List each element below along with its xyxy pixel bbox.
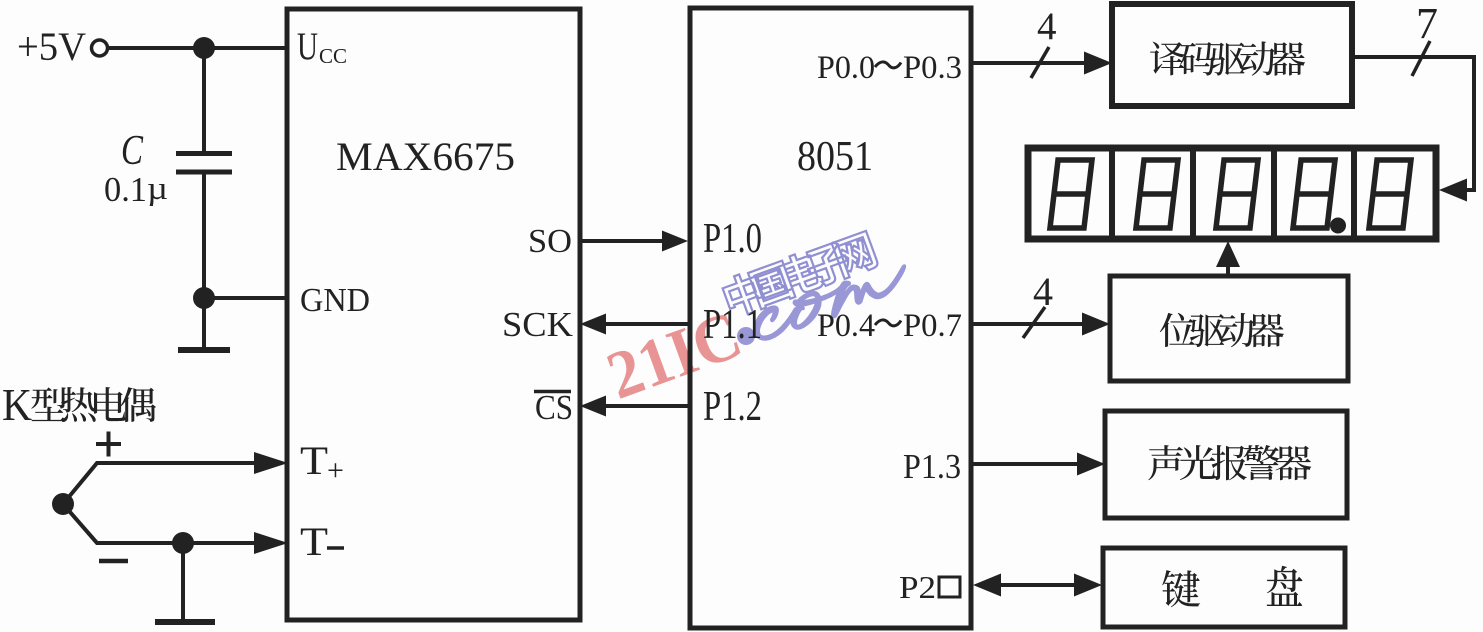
svg-text:P2: P2 [899, 569, 936, 605]
svg-text:K: K [2, 379, 32, 430]
svg-text:MAX6675: MAX6675 [336, 134, 515, 179]
svg-text:P0.7: P0.7 [903, 308, 962, 344]
svg-text:4: 4 [1033, 269, 1053, 314]
svg-text:CS: CS [535, 388, 573, 427]
svg-text:0.1: 0.1 [104, 170, 147, 209]
svg-text:P1.2: P1.2 [703, 384, 762, 430]
svg-text:P0.0: P0.0 [817, 50, 875, 86]
svg-text:SCK: SCK [502, 305, 573, 344]
svg-text:P1.0: P1.0 [703, 216, 762, 262]
svg-text:P1.3: P1.3 [903, 447, 961, 486]
svg-text:+5V: +5V [17, 24, 86, 69]
svg-text:T: T [300, 438, 328, 483]
svg-text:GND: GND [300, 282, 370, 319]
svg-text:7: 7 [1416, 0, 1438, 48]
svg-text:8051: 8051 [797, 134, 873, 180]
svg-text:µ: µ [147, 171, 168, 207]
svg-text:CC: CC [319, 44, 347, 68]
svg-text:4: 4 [1037, 5, 1057, 48]
svg-text:P0.4: P0.4 [817, 308, 875, 344]
svg-text:T: T [300, 519, 328, 564]
svg-text:U: U [297, 25, 318, 68]
svg-text:C: C [121, 128, 144, 174]
svg-text:SO: SO [528, 223, 572, 260]
svg-text:+: + [327, 454, 344, 487]
svg-text:P1.1: P1.1 [703, 302, 762, 348]
svg-text:P0.3: P0.3 [903, 50, 962, 86]
